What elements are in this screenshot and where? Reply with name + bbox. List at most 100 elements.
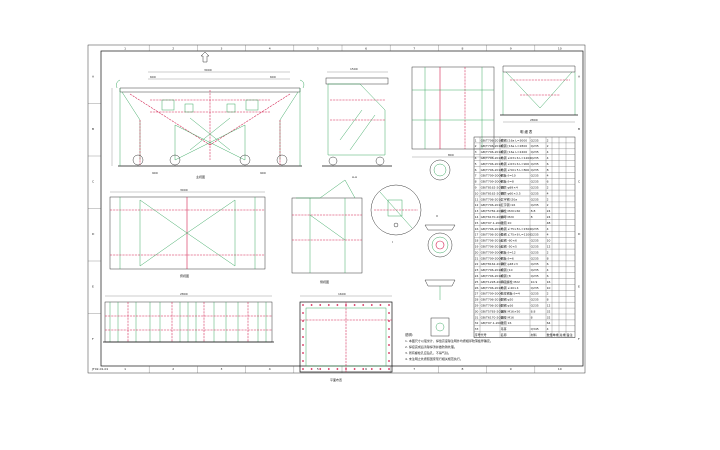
zone-col-label: 8 xyxy=(462,367,464,371)
parts-table-cell: Q235 xyxy=(531,144,539,148)
parts-table-cell: 8.8 xyxy=(531,209,536,213)
parts-table-cell: Q235 xyxy=(531,268,539,272)
parts-table-cell: 槽钢 [16a L=3000 xyxy=(501,137,528,142)
parts-table-cell: 16 xyxy=(475,227,479,231)
parts-table-cell: 2 xyxy=(547,138,549,142)
parts-table-cell: Q235 xyxy=(531,250,539,254)
parts-table-cell: 工字钢 I20a xyxy=(501,196,518,201)
parts-table-cell: 垫圈 20 xyxy=(501,220,512,225)
front-elevation-view: 3000 600 600 主视图 900 900 xyxy=(111,51,305,179)
notes-line-4: 4. 未注明之处按照国家现行相关规范执行。 xyxy=(405,356,463,361)
parts-table-cell: Q235 xyxy=(531,262,539,266)
zone-col-label: 6 xyxy=(365,367,367,371)
parts-table-cell: GB/T5782-2016 xyxy=(481,209,505,213)
parts-table-cell: 8 xyxy=(547,168,549,172)
parts-table-cell: 吊耳 xyxy=(501,327,507,331)
parts-table-cell: 30 xyxy=(475,309,479,313)
bolt-hole xyxy=(302,352,304,354)
parts-table-cell: 扁钢 -50×5 xyxy=(501,244,517,249)
parts-table-cell: 10 xyxy=(475,191,479,195)
parts-table-cell: 28 xyxy=(475,298,479,302)
parts-table-cell: 20 xyxy=(475,250,479,254)
bolt-hole xyxy=(362,368,365,370)
parts-table-cell: 21 xyxy=(475,256,479,260)
sheet-outer-border xyxy=(87,44,586,374)
parts-table-cell: 7 xyxy=(475,174,477,178)
bolt-hole xyxy=(388,320,390,322)
parts-table-cell: 32 xyxy=(475,321,479,325)
parts-table-cell: Q235 xyxy=(531,286,539,290)
parts-table-cell: GB/T6170-2015 xyxy=(481,215,505,219)
bolt-hole xyxy=(302,368,304,370)
parts-table-cell: 5 xyxy=(475,162,477,166)
parts-table-cell: GB/T8162-2018 xyxy=(481,186,505,190)
bolt-hole xyxy=(370,304,373,306)
parts-table-cell: 29 xyxy=(475,304,479,308)
parts-table-cell: 槽钢 [16a L=2800 xyxy=(501,143,528,148)
dim-text-left: 600 xyxy=(150,75,156,79)
parts-table-cell: GB/T97.1-2002 xyxy=(481,221,504,225)
parts-table-cell: 螺栓 M20×60 xyxy=(501,208,521,213)
parts-table-cell: GB/T706-2016 xyxy=(481,162,503,166)
parts-table-cell: 2 xyxy=(547,250,549,254)
parts-table-cell: 2 xyxy=(547,203,549,207)
parts-table-cell: 31 xyxy=(475,315,479,319)
parts-table-cell: Q235 xyxy=(531,174,539,178)
parts-table-cell: 槽钢 [8 xyxy=(501,273,511,278)
bolt-hole xyxy=(388,344,390,346)
parts-table-cell: 高强螺栓 M22 xyxy=(501,279,520,284)
parts-table-cell: 圆钢 φ16 xyxy=(501,303,514,308)
dim-text-section-b: 800 xyxy=(448,153,454,157)
parts-table-cell: Q345 xyxy=(531,327,539,331)
detail-label-ii: II xyxy=(436,214,438,218)
parts-table-cell: 1 xyxy=(475,138,477,142)
parts-table-cell: Q235 xyxy=(531,256,539,260)
bolt-hole xyxy=(310,368,313,370)
zone-col-label: 5 xyxy=(317,367,319,371)
parts-table-cell: 11 xyxy=(475,197,479,201)
notes-line-1: 1. 本图尺寸以毫米计，焊缝高度除注明外均按相邻较薄板厚确定。 xyxy=(405,338,493,343)
zone-col-label: 2 xyxy=(172,367,174,371)
dim-text-top: 3000 xyxy=(204,68,212,72)
zone-row-label: D xyxy=(92,232,95,236)
bolt-hole xyxy=(336,368,339,370)
bolt-hole xyxy=(353,368,356,370)
zone-col-label: 9 xyxy=(510,47,512,51)
parts-table-cell: GB/T709-2006 xyxy=(481,174,503,178)
parts-table-cell: Q235 xyxy=(531,239,539,243)
parts-table-header-cell: 数量 xyxy=(547,332,553,337)
parts-table-cell: 角钢 ∠50×5 L=800 xyxy=(501,167,530,172)
parts-table-cell: GB/T709-2006 xyxy=(481,180,503,184)
parts-table-cell: 12 xyxy=(547,304,551,308)
parts-table-cell: GB/T706-2016 xyxy=(481,245,503,249)
parts-table-header-cell: 序号 xyxy=(475,332,481,337)
parts-table-cell: 角钢 ∠75×8 L=1500 xyxy=(501,226,532,231)
parts-table-cell: GB/T5783-2016 xyxy=(481,309,505,313)
parts-table-cell: GB/T706-2016 xyxy=(481,168,503,172)
bolt-hole xyxy=(388,328,390,330)
parts-table-cell: 8 xyxy=(547,298,549,302)
parts-table-cell: GB/T706-2016 xyxy=(481,138,503,142)
parts-table-cell: GB/T709-2006 xyxy=(481,250,503,254)
parts-table-cell: 6 xyxy=(547,274,549,278)
notes-line-2: 2. 焊接完成后清除焊渣并做防锈处理。 xyxy=(405,344,457,349)
parts-table-cell: GB/T709-2006 xyxy=(481,292,503,296)
parts-table-cell: Q235 xyxy=(531,304,539,308)
parts-table-cell: 32 xyxy=(547,315,551,319)
parts-table-cell: 23 xyxy=(475,268,479,272)
parts-table-cell: 8 xyxy=(475,180,477,184)
parts-table-cell: GB/T706-2016 xyxy=(481,203,503,207)
zone-row-label: A xyxy=(578,74,581,78)
parts-table-cell: GB/T6170-2015 xyxy=(481,315,505,319)
parts-table-title: 明 细 表 xyxy=(520,129,533,134)
bolt-hole xyxy=(353,304,356,306)
parts-table-cell: Q235 xyxy=(531,186,539,190)
parts-table-cell: GB/T706-2016 xyxy=(481,227,503,231)
parts-table-cell: GB/T706-2016 xyxy=(481,298,503,302)
parts-table-cell: 13 xyxy=(475,209,479,213)
side-section-view: 侧视图 xyxy=(291,179,363,284)
zone-col-label: 1 xyxy=(124,367,126,371)
parts-table-cell: 18 xyxy=(475,239,479,243)
parts-table-cell: 6 xyxy=(475,168,477,172)
